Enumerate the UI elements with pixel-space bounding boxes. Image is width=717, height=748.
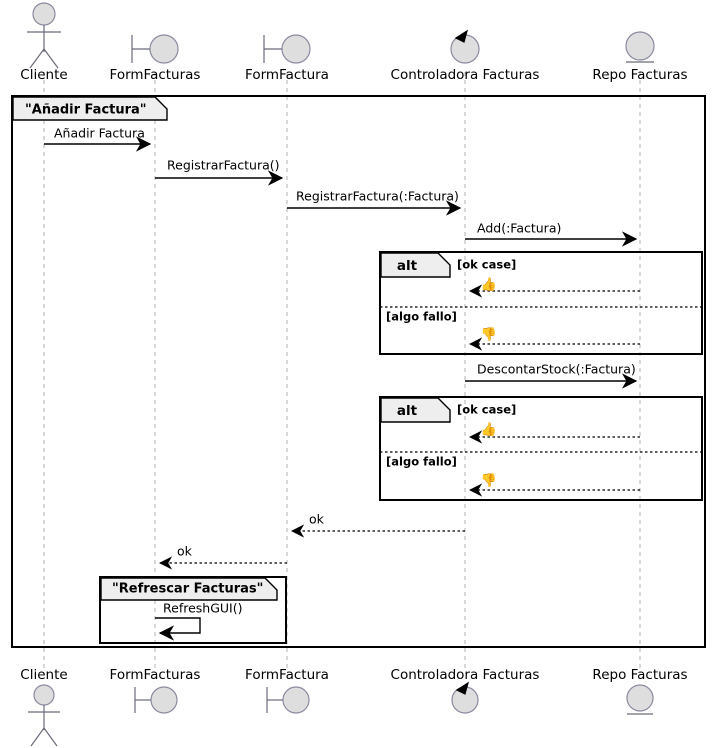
participant-formfactura-top[interactable]: FormFactura: [245, 34, 329, 83]
boundary-icon: [131, 34, 179, 64]
frame-refrescar-border: [99, 576, 287, 644]
frame-alt-two: alt [ok case] [algo fallo]: [379, 396, 703, 501]
alt-two-border: [379, 396, 703, 501]
message-add-factura: Add(:Factura): [465, 221, 638, 247]
boundary-icon: [134, 686, 178, 714]
message-registrarfactura-factura: RegistrarFactura(:Factura): [287, 189, 462, 216]
alt-one-operator: alt: [397, 258, 418, 274]
boundary-icon: [266, 686, 310, 714]
participant-formfacturas-top[interactable]: FormFacturas: [110, 34, 201, 83]
message-label: ok: [309, 512, 325, 527]
alt-two-operator: alt: [397, 403, 418, 419]
message-label: RefreshGUI(): [163, 601, 242, 616]
alt-two-guard-ok: [ok case]: [457, 403, 516, 417]
control-icon: [450, 29, 480, 64]
thumbs-down-icon: 👎: [481, 473, 497, 489]
participant-formfacturas-bottom[interactable]: FormFacturas: [110, 667, 201, 714]
self-message-path: [155, 617, 201, 641]
participant-label: FormFactura: [245, 67, 329, 83]
message-label: DescontarStock(:Factura): [477, 362, 636, 377]
message-label: Add(:Factura): [477, 221, 561, 236]
participant-label: Cliente: [20, 667, 67, 683]
participant-label: Controladora Facturas: [391, 667, 540, 683]
actor-stick-figure-icon: [28, 684, 60, 747]
actor-stick-figure-icon: [27, 2, 61, 69]
participant-repo-bottom[interactable]: Repo Facturas: [592, 667, 688, 715]
alt-one-guard-ok: [ok case]: [457, 258, 516, 272]
participant-formfactura-bottom[interactable]: FormFactura: [245, 667, 329, 714]
message-return-fail-one: 👎: [468, 327, 640, 351]
participant-label: Cliente: [20, 67, 67, 83]
alt-two-tab: [380, 397, 451, 423]
message-label: Añadir Factura: [54, 126, 145, 141]
message-return-ok-one: 👍: [468, 277, 640, 298]
message-ok-controladora-formfactura: ok: [290, 512, 465, 538]
frame-outer-border: [11, 95, 706, 648]
entity-icon: [625, 31, 655, 63]
alt-one-tab: [380, 252, 451, 278]
participant-label: Repo Facturas: [592, 667, 687, 683]
participant-repo-top[interactable]: Repo Facturas: [592, 31, 688, 83]
participant-controladora-bottom[interactable]: Controladora Facturas: [391, 667, 540, 714]
participant-label: FormFacturas: [110, 67, 201, 83]
frame-refrescar-title: "Refrescar Facturas": [112, 582, 263, 597]
message-return-ok-two: 👍: [468, 422, 640, 444]
message-anadir-factura: Añadir Factura: [44, 126, 152, 152]
participant-cliente-bottom[interactable]: Cliente: [20, 667, 68, 747]
participant-label: Repo Facturas: [592, 67, 687, 83]
participant-controladora-top[interactable]: Controladora Facturas: [391, 29, 540, 83]
entity-icon: [626, 684, 654, 715]
frame-refrescar-tab: [100, 577, 278, 601]
message-ok-formfactura-formfacturas: ok: [158, 544, 287, 570]
message-refreshgui-self: RefreshGUI(): [155, 601, 242, 641]
participant-cliente-top[interactable]: Cliente: [20, 2, 68, 83]
thumbs-down-icon: 👎: [481, 327, 497, 343]
message-descontarstock: DescontarStock(:Factura): [465, 362, 638, 389]
message-label: ok: [177, 544, 193, 559]
participant-label: Controladora Facturas: [391, 67, 540, 83]
thumbs-up-icon: 👍: [481, 422, 497, 438]
alt-one-border: [379, 251, 703, 355]
lifelines-group: [43, 72, 641, 668]
frame-alt-one: alt [ok case] [algo fallo]: [379, 251, 703, 355]
frame-anadir-factura: "Añadir Factura": [11, 95, 706, 648]
message-registrarfactura: RegistrarFactura(): [155, 158, 284, 186]
message-label: RegistrarFactura(:Factura): [296, 189, 459, 204]
thumbs-up-icon: 👍: [481, 277, 497, 293]
control-icon: [451, 681, 479, 714]
frame-outer-tab: [12, 96, 168, 121]
participant-label: FormFacturas: [110, 667, 201, 683]
frame-outer-title: "Añadir Factura": [25, 103, 147, 118]
message-label: RegistrarFactura(): [167, 158, 280, 173]
message-return-fail-two: 👎: [468, 473, 640, 497]
alt-two-guard-fail: [algo fallo]: [386, 455, 457, 469]
participant-label: FormFactura: [245, 667, 329, 683]
frame-refrescar-facturas: "Refrescar Facturas": [99, 576, 287, 644]
boundary-icon: [263, 34, 311, 64]
alt-one-guard-fail: [algo fallo]: [386, 310, 457, 324]
